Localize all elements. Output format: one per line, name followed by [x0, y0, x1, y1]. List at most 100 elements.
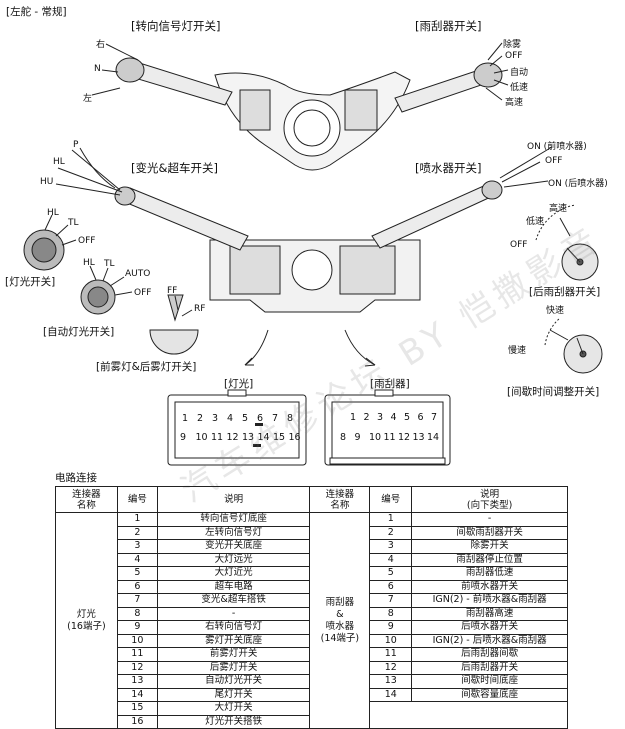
- wiper-pos-1: OFF: [505, 51, 523, 61]
- wiper-connector-title: [雨刮器]: [370, 378, 410, 390]
- pin-number: 2: [369, 525, 413, 540]
- pin-number: 7: [369, 593, 413, 608]
- pin-description: IGN(2) - 前喷水器&雨刮器: [411, 593, 568, 608]
- intermittent-fast-label: 快速: [546, 306, 565, 316]
- pin-description: 除雾开关: [411, 539, 568, 554]
- pin-number: 9: [369, 620, 413, 635]
- col-connector-right: 连接器 名称: [309, 486, 371, 513]
- wiper-pos-4: 高速: [505, 98, 524, 108]
- auto-light-switch-title: [自动灯光开关]: [43, 326, 115, 338]
- connector-pin: 10: [195, 432, 208, 443]
- col-desc-right: 说明 (向下类型): [411, 486, 568, 513]
- intermittent-slow-label: 慢速: [508, 346, 527, 356]
- pin-description: 前雾灯开关: [156, 647, 311, 662]
- pin-number: 3: [116, 539, 158, 554]
- switch-diagram: [23, 42, 603, 466]
- pin-description: 转向信号灯底座: [156, 512, 311, 527]
- pin-description: 大灯开关: [156, 701, 311, 716]
- pin-description: 后雾灯开关: [156, 660, 311, 675]
- circuit-table: 连接器 名称 编号 说明 连接器 名称 编号 说明 (向下类型) 灯光 (16端…: [55, 486, 568, 729]
- col-no-left: 编号: [116, 486, 158, 513]
- pin-number: 5: [369, 566, 413, 581]
- group-wiper-connector: 雨刮器 & 喷水器 (14端子): [309, 512, 371, 729]
- pin-description: 左转向信号灯: [156, 525, 311, 540]
- dimmer-switch-title: [变光&超车开关]: [131, 161, 218, 175]
- pin-number: 12: [116, 660, 158, 675]
- dimmer-hu-label: HU: [40, 177, 54, 187]
- connector-pin: 13: [412, 432, 425, 443]
- pin-description: 自动灯光开关: [156, 674, 311, 689]
- fog-switch-title: [前雾灯&后雾灯开关]: [96, 361, 197, 373]
- rear-wiper-off-label: OFF: [510, 240, 528, 250]
- pin-number: 11: [116, 647, 158, 662]
- circuit-title: 电路连接: [55, 472, 97, 484]
- connector-pin: 16: [288, 432, 301, 443]
- connector-pin: 6: [257, 413, 264, 424]
- connector-pin: 14: [257, 432, 270, 443]
- wiper-pos-3: 低速: [510, 83, 529, 93]
- pin-description: 雨刮器低速: [411, 566, 568, 581]
- connector-pin: 2: [197, 413, 204, 424]
- dimmer-p-label: P: [73, 140, 79, 150]
- connector-pin: 14: [427, 432, 440, 443]
- pin-description: 后喷水器开关: [411, 620, 568, 635]
- connector-pin: 10: [369, 432, 382, 443]
- washer-switch-title: [喷水器开关]: [415, 161, 482, 175]
- pin-number: 6: [369, 579, 413, 594]
- col-connector-left: 连接器 名称: [55, 486, 118, 513]
- connector-pin: 7: [272, 413, 279, 424]
- connector-pin: 8: [287, 413, 294, 424]
- pin-description: 右转向信号灯: [156, 620, 311, 635]
- pin-description: 后雨刮器间歇: [411, 647, 568, 662]
- pin-description: 变光&超车搭铁: [156, 593, 311, 608]
- pin-number: 6: [116, 579, 158, 594]
- dimmer-hl-label: HL: [53, 157, 65, 167]
- pin-number: 10: [116, 633, 158, 648]
- pin-number: 14: [116, 687, 158, 702]
- pin-description: 大灯远光: [156, 552, 311, 567]
- pin-description: IGN(2) - 后喷水器&雨刮器: [411, 633, 568, 648]
- pin-description: 前喷水器开关: [411, 579, 568, 594]
- pin-number: 13: [369, 674, 413, 689]
- light-off-label: OFF: [78, 236, 96, 246]
- wiper-switch-title: [雨刮器开关]: [415, 19, 482, 33]
- empty-cell: [369, 701, 568, 729]
- pin-number: 2: [116, 525, 158, 540]
- washer-on-rear-label: ON (后喷水器): [548, 179, 608, 189]
- auto-tl-label: TL: [104, 259, 115, 269]
- pin-description: -: [411, 512, 568, 527]
- connector-pin: 12: [398, 432, 411, 443]
- intermittent-title: [间歇时间调整开关]: [507, 386, 600, 398]
- connector-pin: 3: [377, 412, 384, 423]
- connector-pin: 11: [383, 432, 396, 443]
- connector-pin: 9: [354, 432, 361, 443]
- auto-auto-label: AUTO: [125, 269, 151, 279]
- turn-left-label: 左: [83, 94, 93, 104]
- pin-number: 8: [116, 606, 158, 621]
- connector-pin: 13: [242, 432, 255, 443]
- connector-pin: 11: [211, 432, 224, 443]
- connector-pin: 2: [363, 412, 370, 423]
- connector-pin: 5: [242, 413, 249, 424]
- pin-description: 后雨刮器开关: [411, 660, 568, 675]
- connector-pin: 7: [431, 412, 438, 423]
- pin-number: 12: [369, 660, 413, 675]
- pin-number: 7: [116, 593, 158, 608]
- auto-off-label: OFF: [134, 288, 152, 298]
- pin-number: 10: [369, 633, 413, 648]
- pin-description: 雨刮器高速: [411, 606, 568, 621]
- washer-on-front-label: ON (前喷水器): [527, 142, 587, 152]
- rear-wiper-title: [后雨刮器开关]: [529, 286, 601, 298]
- pin-number: 14: [369, 687, 413, 702]
- pin-number: 8: [369, 606, 413, 621]
- pin-description: -: [156, 606, 311, 621]
- connector-pin: 4: [227, 413, 234, 424]
- col-no-right: 编号: [369, 486, 413, 513]
- pin-number: 1: [369, 512, 413, 527]
